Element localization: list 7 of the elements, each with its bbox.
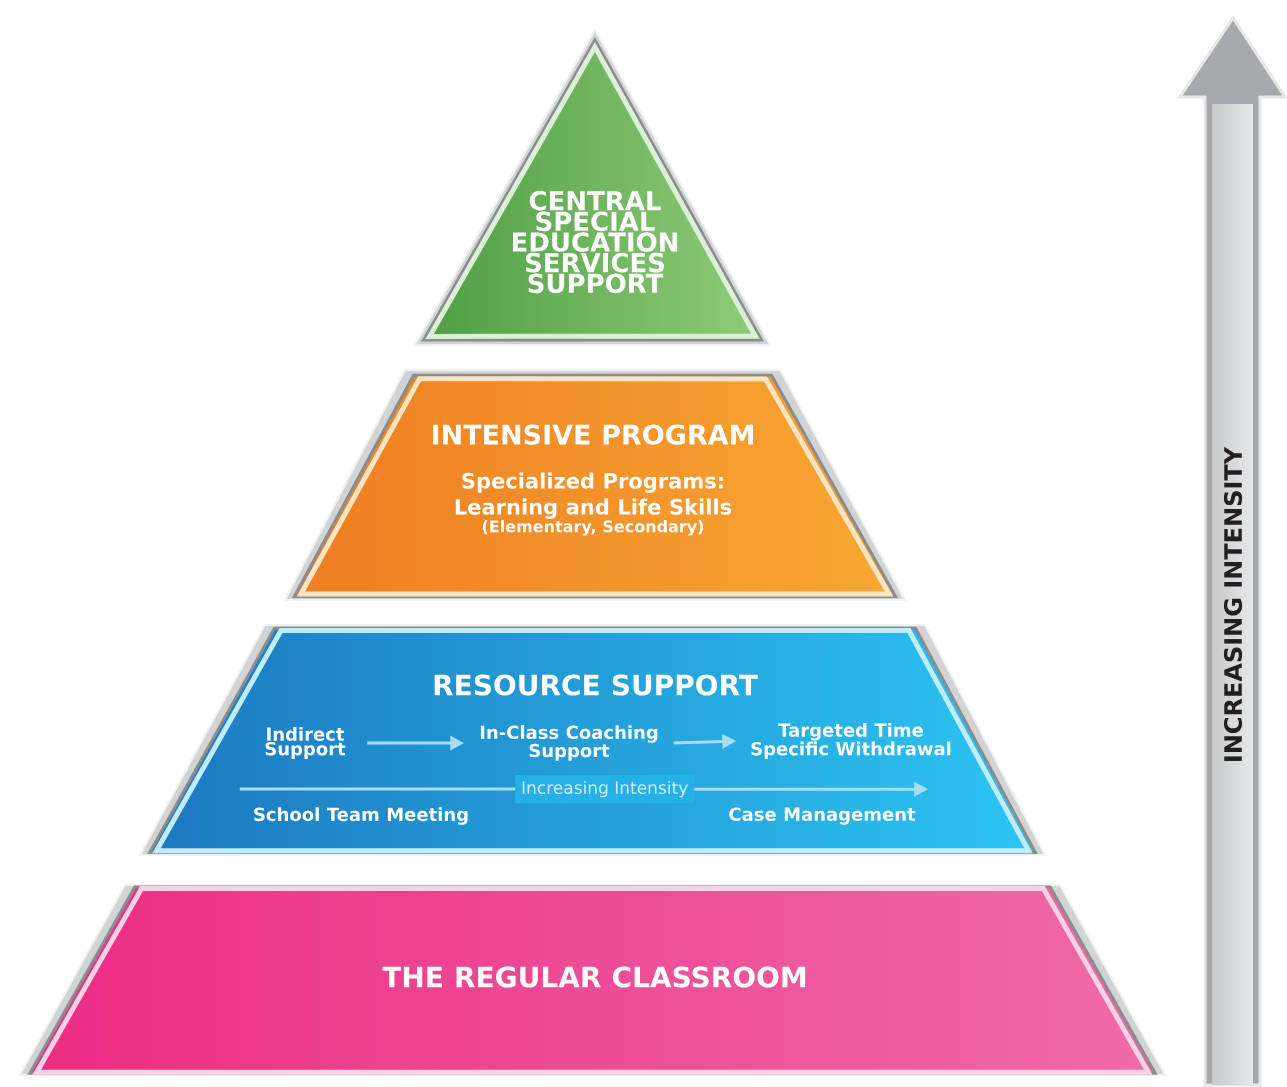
step-text: Indirect Support bbox=[265, 727, 346, 760]
axis-label: INCREASING INTENSITY bbox=[1223, 446, 1243, 761]
step-text: School Team Meeting bbox=[254, 807, 468, 825]
step-text: Targeted Time Specific Withdrawal bbox=[751, 723, 951, 759]
step-text: In-Class Coaching Support bbox=[480, 725, 658, 761]
edge-label: Increasing Intensity bbox=[515, 774, 695, 804]
step-text: Case Management bbox=[729, 807, 916, 825]
